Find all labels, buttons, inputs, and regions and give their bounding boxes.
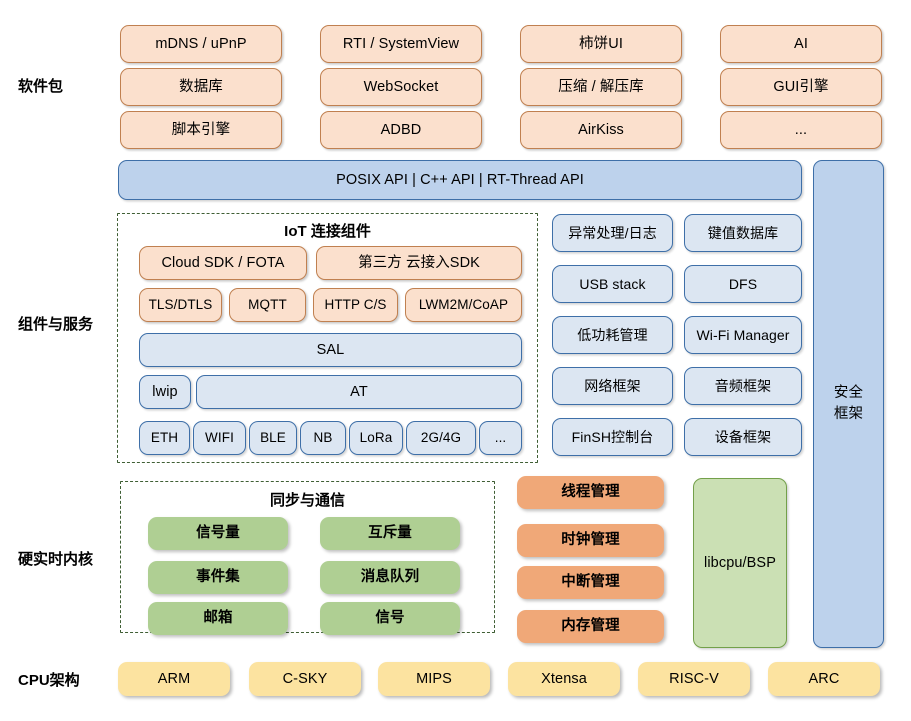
kernel-sync-box[interactable]: 信号量 bbox=[148, 517, 288, 550]
iot-thirdparty-cloud-box[interactable]: 第三方 云接入SDK bbox=[316, 246, 522, 280]
row-label-cpu-architecture: CPU架构 bbox=[18, 672, 80, 689]
link-box[interactable]: ... bbox=[479, 421, 522, 455]
package-box[interactable]: mDNS / uPnP bbox=[120, 25, 282, 63]
service-box[interactable]: USB stack bbox=[552, 265, 673, 303]
link-box[interactable]: BLE bbox=[249, 421, 297, 455]
iot-protocol-box[interactable]: LWM2M/CoAP bbox=[405, 288, 522, 322]
cpu-arch-box[interactable]: ARC bbox=[768, 662, 880, 696]
kernel-sync-box[interactable]: 互斥量 bbox=[320, 517, 460, 550]
sync-group-title: 同步与通信 bbox=[269, 492, 345, 509]
iot-protocol-box[interactable]: HTTP C/S bbox=[313, 288, 398, 322]
cpu-arch-box[interactable]: C-SKY bbox=[249, 662, 361, 696]
lwip-box[interactable]: lwip bbox=[139, 375, 191, 409]
package-box[interactable]: 柿饼UI bbox=[520, 25, 682, 63]
package-box[interactable]: 压缩 / 解压库 bbox=[520, 68, 682, 106]
kernel-management-box[interactable]: 时钟管理 bbox=[517, 524, 664, 557]
kernel-sync-box[interactable]: 事件集 bbox=[148, 561, 288, 594]
package-box[interactable]: RTI / SystemView bbox=[320, 25, 482, 63]
row-label-software-packages: 软件包 bbox=[18, 78, 64, 95]
kernel-sync-box[interactable]: 邮箱 bbox=[148, 602, 288, 635]
service-box[interactable]: 音频框架 bbox=[684, 367, 802, 405]
service-box[interactable]: 网络框架 bbox=[552, 367, 673, 405]
package-box[interactable]: WebSocket bbox=[320, 68, 482, 106]
row-label-hard-realtime-kernel: 硬实时内核 bbox=[18, 551, 94, 568]
service-box[interactable]: FinSH控制台 bbox=[552, 418, 673, 456]
package-box[interactable]: ADBD bbox=[320, 111, 482, 149]
row-label-components-and-services: 组件与服务 bbox=[18, 316, 94, 333]
package-box[interactable]: 数据库 bbox=[120, 68, 282, 106]
iot-cloud-sdk-box[interactable]: Cloud SDK / FOTA bbox=[139, 246, 307, 280]
cpu-arch-box[interactable]: RISC-V bbox=[638, 662, 750, 696]
at-box[interactable]: AT bbox=[196, 375, 522, 409]
kernel-management-box[interactable]: 内存管理 bbox=[517, 610, 664, 643]
kernel-sync-box[interactable]: 消息队列 bbox=[320, 561, 460, 594]
sal-box[interactable]: SAL bbox=[139, 333, 522, 367]
iot-connectivity-group bbox=[117, 213, 538, 463]
package-box[interactable]: AI bbox=[720, 25, 882, 63]
link-box[interactable]: NB bbox=[300, 421, 346, 455]
kernel-management-box[interactable]: 中断管理 bbox=[517, 566, 664, 599]
service-box[interactable]: 异常处理/日志 bbox=[552, 214, 673, 252]
service-box[interactable]: 设备框架 bbox=[684, 418, 802, 456]
iot-protocol-box[interactable]: MQTT bbox=[229, 288, 306, 322]
cpu-arch-box[interactable]: Xtensa bbox=[508, 662, 620, 696]
package-box[interactable]: GUI引擎 bbox=[720, 68, 882, 106]
sync-and-communication-group bbox=[120, 481, 495, 633]
kernel-sync-box[interactable]: 信号 bbox=[320, 602, 460, 635]
link-box[interactable]: 2G/4G bbox=[406, 421, 476, 455]
package-box[interactable]: 脚本引擎 bbox=[120, 111, 282, 149]
service-box[interactable]: 键值数据库 bbox=[684, 214, 802, 252]
service-box[interactable]: Wi-Fi Manager bbox=[684, 316, 802, 354]
api-bar[interactable]: POSIX API | C++ API | RT-Thread API bbox=[118, 160, 802, 200]
package-box[interactable]: ... bbox=[720, 111, 882, 149]
service-box[interactable]: DFS bbox=[684, 265, 802, 303]
link-box[interactable]: WIFI bbox=[193, 421, 246, 455]
security-framework-box[interactable]: 安全 框架 bbox=[813, 160, 884, 648]
service-box[interactable]: 低功耗管理 bbox=[552, 316, 673, 354]
package-box[interactable]: AirKiss bbox=[520, 111, 682, 149]
cpu-arch-box[interactable]: MIPS bbox=[378, 662, 490, 696]
iot-group-title: IoT 连接组件 bbox=[284, 223, 371, 240]
iot-protocol-box[interactable]: TLS/DTLS bbox=[139, 288, 222, 322]
kernel-management-box[interactable]: 线程管理 bbox=[517, 476, 664, 509]
cpu-arch-box[interactable]: ARM bbox=[118, 662, 230, 696]
link-box[interactable]: ETH bbox=[139, 421, 190, 455]
link-box[interactable]: LoRa bbox=[349, 421, 403, 455]
libcpu-bsp-box[interactable]: libcpu/BSP bbox=[693, 478, 787, 648]
